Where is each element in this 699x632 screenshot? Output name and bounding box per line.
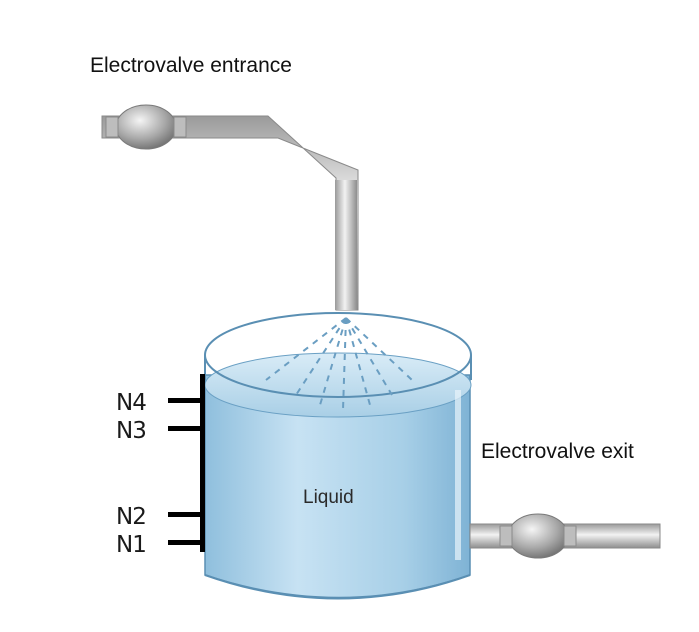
sensor-tick-n4 xyxy=(168,398,202,403)
sensor-tick-n1 xyxy=(168,540,202,545)
entrance-label: Electrovalve entrance xyxy=(90,54,292,77)
level-label-n1: N1 xyxy=(116,532,147,558)
level-sensor xyxy=(168,374,205,552)
liquid-label: Liquid xyxy=(303,487,354,508)
level-label-n4: N4 xyxy=(116,390,147,416)
tank xyxy=(204,312,472,600)
sensor-tick-n2 xyxy=(168,512,202,517)
entrance-valve-icon xyxy=(105,104,187,150)
exit-label: Electrovalve exit xyxy=(481,440,634,463)
spray-lines xyxy=(265,317,413,411)
sensor-tick-n3 xyxy=(168,426,202,431)
level-label-n2: N2 xyxy=(116,504,147,530)
level-label-n3: N3 xyxy=(116,418,147,444)
exit-valve-icon xyxy=(499,513,577,559)
